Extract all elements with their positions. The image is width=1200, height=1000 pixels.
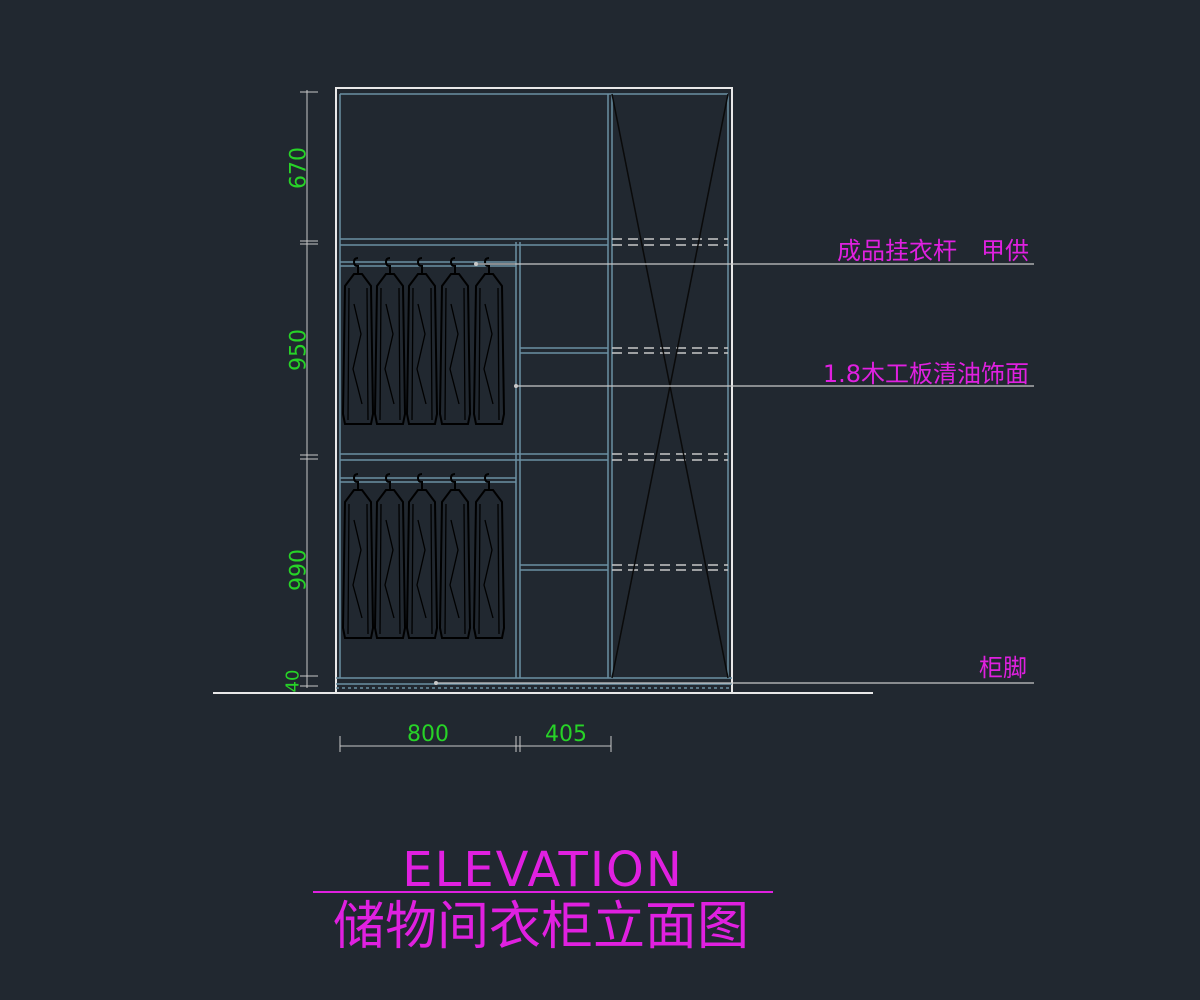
cabinet-outer-frame <box>335 87 733 694</box>
garment-icon <box>438 473 472 639</box>
hanging-rods <box>340 261 516 483</box>
dim-990: 990 <box>287 549 312 591</box>
vertical-dimension-chain <box>300 90 318 688</box>
garment-icon <box>341 473 375 639</box>
dim-950: 950 <box>287 329 312 371</box>
leader-dot <box>474 262 478 266</box>
title-english: ELEVATION <box>402 842 683 898</box>
shelves <box>340 238 608 571</box>
annotation-cabinet-base: 柜脚 <box>979 654 1027 682</box>
garment-icon <box>472 473 506 639</box>
annotation-hanging-rod: 成品挂衣杆 甲供 <box>837 237 1029 265</box>
dim-405: 405 <box>545 722 587 747</box>
leader-lines <box>436 263 1034 684</box>
garment-icon <box>373 473 407 639</box>
title-chinese: 储物间衣柜立面图 <box>333 897 749 957</box>
leader-dot <box>434 681 438 685</box>
dim-40: 40 <box>283 670 304 693</box>
cabinet-base <box>336 677 732 689</box>
garment-icon <box>438 257 472 425</box>
garment-icon <box>472 257 506 425</box>
garment-icon <box>405 257 439 425</box>
annotation-panel-finish: 1.8木工板清油饰面 <box>823 360 1029 388</box>
garment-icon <box>373 257 407 425</box>
hanging-garments <box>341 257 506 639</box>
garment-icon <box>341 257 375 425</box>
hidden-shelves <box>612 238 728 571</box>
dim-800: 800 <box>407 722 449 747</box>
leader-dot <box>514 384 518 388</box>
horizontal-dimension-chain <box>339 736 612 752</box>
garment-icon <box>405 473 439 639</box>
dim-670: 670 <box>287 147 312 189</box>
